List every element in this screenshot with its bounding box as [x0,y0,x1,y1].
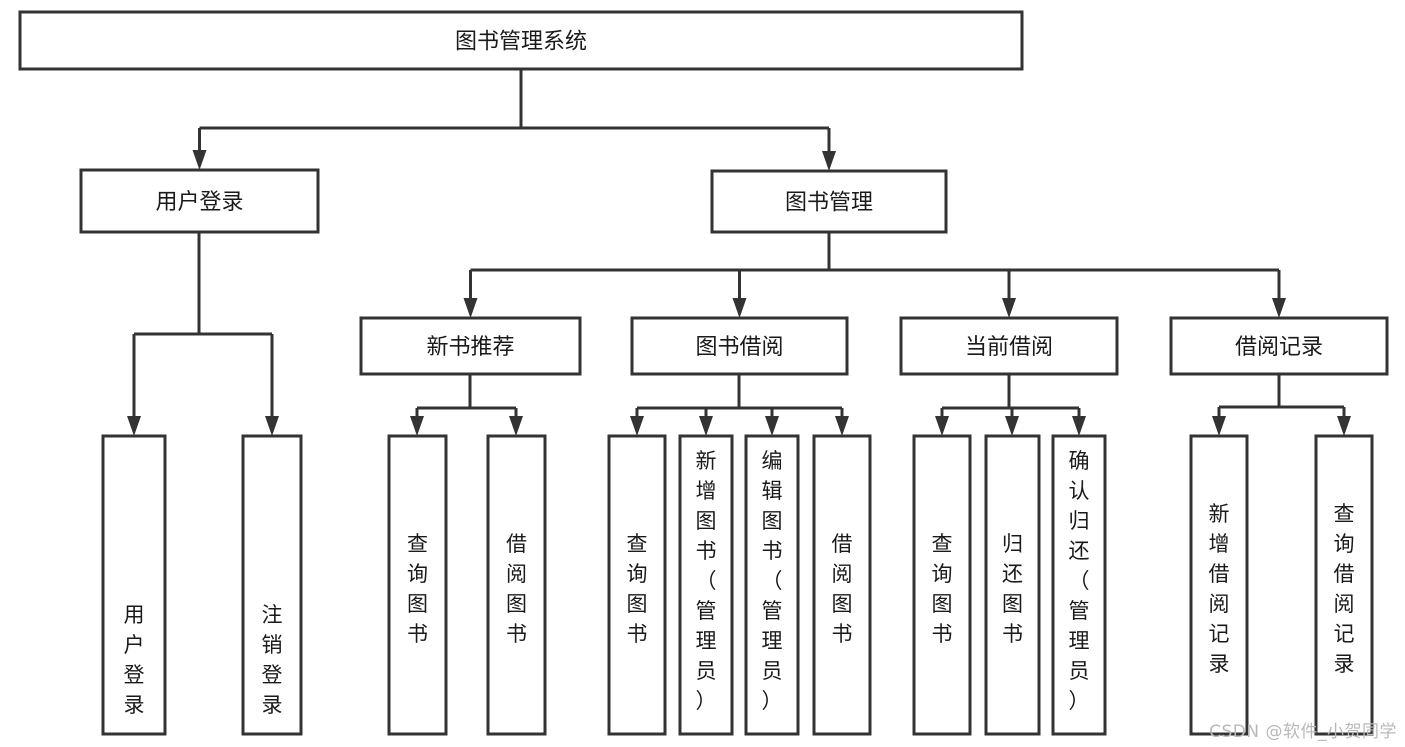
user_login-leaf-1-arrow [265,416,279,436]
node-current-borrow-label: 当前借阅 [965,335,1053,360]
current_borrow-leaf-0-arrow [935,416,949,436]
node-book-manage[interactable]: 图书管理 [710,169,948,234]
node-current-borrow-rect[interactable] [899,316,1119,376]
to-level3-0-arrow [463,298,478,318]
leaf-query-book-current[interactable]: 查询图书 [912,434,972,736]
leaf-query-book-current-rect[interactable] [912,434,972,736]
leaf-borrow-book-label: 借阅图书 [832,532,853,646]
leaf-borrow-book-rec-label: 借阅图书 [506,532,527,646]
new_book_rec-leaf-1-arrow [509,416,523,436]
leaf-borrow-book-rec[interactable]: 借阅图书 [486,434,547,736]
leaf-borrow-book-rec-rect[interactable] [486,434,547,736]
node-new-book-rec-label: 新书推荐 [426,335,514,360]
node-book-manage-label: 图书管理 [785,191,873,216]
leaf-query-borrow-record-label: 查询借阅记录 [1334,502,1355,676]
to-level3-3-arrow [1272,298,1286,318]
leaf-return-book-label: 归还图书 [1002,532,1023,646]
current_borrow-leaf-2-arrow [1072,416,1086,436]
node-book-borrow-label: 图书借阅 [695,335,783,360]
node-book-manage-rect[interactable] [710,169,948,234]
node-new-book-rec[interactable]: 新书推荐 [359,316,582,376]
leaf-confirm-return[interactable]: 确认归还（管理员） [1051,434,1107,736]
new_book_rec-leaf-0-arrow [410,416,424,436]
node-root-rect[interactable] [18,10,1024,71]
leaf-query-book-rec[interactable]: 查询图书 [387,434,448,736]
leaf-query-book-rec-label: 查询图书 [407,532,428,646]
leaf-query-borrow-record[interactable]: 查询借阅记录 [1314,434,1374,736]
current_borrow-leaf-1-arrow [1005,416,1019,436]
leaf-add-borrow-record[interactable]: 新增借阅记录 [1189,434,1249,736]
node-layer: 图书管理系统用户登录图书管理新书推荐图书借阅当前借阅借阅记录用户登录注销登录查询… [18,10,1389,736]
node-user-login-rect[interactable] [79,168,320,234]
to-level3-2-arrow [1002,298,1016,318]
leaf-user-login[interactable]: 用户登录 [101,434,167,736]
book_borrow-leaf-0-arrow [630,416,644,436]
book_borrow-leaf-2-arrow [765,416,779,436]
user_login-leaf-0-arrow [127,416,141,436]
node-user-login[interactable]: 用户登录 [79,168,320,234]
leaf-return-book-rect[interactable] [984,434,1041,736]
leaf-edit-book-admin[interactable]: 编辑图书（管理员） [744,434,800,736]
leaf-logout[interactable]: 注销登录 [241,434,303,736]
leaf-logout-rect[interactable] [241,434,303,736]
to-user-login-arrow [192,150,207,170]
node-user-login-label: 用户登录 [155,190,243,215]
leaf-add-book-admin[interactable]: 新增图书（管理员） [678,434,734,736]
node-current-borrow[interactable]: 当前借阅 [899,316,1119,376]
borrow_record-leaf-1-arrow [1337,416,1351,436]
node-borrow-record[interactable]: 借阅记录 [1169,316,1389,376]
leaf-add-borrow-record-rect[interactable] [1189,434,1249,736]
leaf-query-book-rec-rect[interactable] [387,434,448,736]
node-new-book-rec-rect[interactable] [359,316,582,376]
leaf-confirm-return-rect[interactable] [1051,434,1107,736]
to-book-manage-arrow [822,151,836,171]
to-level3-1-arrow [732,298,747,318]
book_borrow-leaf-1-arrow [699,416,713,436]
node-book-borrow-rect[interactable] [630,316,849,376]
leaf-borrow-book[interactable]: 借阅图书 [812,434,872,736]
node-borrow-record-rect[interactable] [1169,316,1389,376]
borrow_record-leaf-0-arrow [1212,416,1226,436]
node-book-borrow[interactable]: 图书借阅 [630,316,849,376]
leaf-edit-book-admin-rect[interactable] [744,434,800,736]
node-root-label: 图书管理系统 [455,30,587,55]
leaf-query-borrow-record-rect[interactable] [1314,434,1374,736]
leaf-confirm-return-label: 确认归还（管理员） [1069,449,1090,713]
leaf-user-login-label: 用户登录 [124,603,145,717]
leaf-add-book-admin-label: 新增图书（管理员） [696,449,717,713]
node-borrow-record-label: 借阅记录 [1235,335,1323,360]
node-root[interactable]: 图书管理系统 [18,10,1024,71]
leaf-add-borrow-record-label: 新增借阅记录 [1209,502,1230,676]
connector-layer [127,69,1351,436]
book_borrow-leaf-3-arrow [835,416,849,436]
leaf-query-book-current-label: 查询图书 [932,532,953,646]
leaf-user-login-rect[interactable] [101,434,167,736]
leaf-query-book-borrow[interactable]: 查询图书 [607,434,667,736]
leaf-query-book-borrow-rect[interactable] [607,434,667,736]
leaf-logout-label: 注销登录 [262,603,283,717]
leaf-edit-book-admin-label: 编辑图书（管理员） [762,449,783,713]
leaf-query-book-borrow-label: 查询图书 [627,532,648,646]
leaf-add-book-admin-rect[interactable] [678,434,734,736]
leaf-borrow-book-rect[interactable] [812,434,872,736]
leaf-return-book[interactable]: 归还图书 [984,434,1041,736]
